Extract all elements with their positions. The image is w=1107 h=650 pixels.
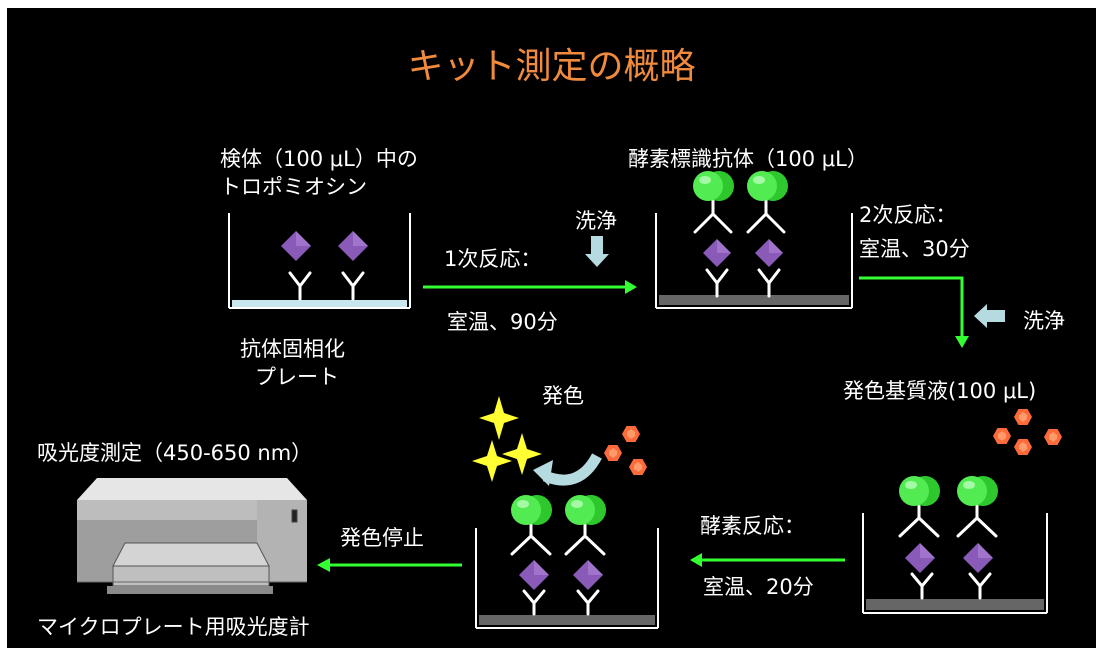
slide: { "title": "キット測定の概略", "step1": { "sampl…	[7, 8, 1096, 648]
substrate-icon	[622, 426, 640, 442]
sample-target-label: トロポミオシン	[220, 175, 367, 199]
diagram-graphics	[77, 171, 1062, 629]
enzyme-reaction-condition: 室温、20分	[703, 575, 814, 599]
wash1-label: 洗浄	[575, 209, 617, 233]
sparkle-icon	[472, 396, 542, 482]
enzyme-icon	[693, 171, 734, 201]
arrow-enzyme-reaction	[690, 553, 845, 567]
wash2-label: 洗浄	[1023, 309, 1065, 333]
antigen-icon	[338, 231, 368, 261]
substrate-label: 発色基質液(100 μL)	[843, 379, 1037, 403]
antigen-icon	[281, 231, 311, 261]
reaction2-label: 2次反応：	[859, 203, 957, 227]
conversion-curved-arrow-icon	[533, 453, 602, 486]
antigen-icon	[963, 543, 993, 573]
enzyme-icon	[957, 476, 998, 506]
stop-label: 発色停止	[340, 526, 424, 550]
reaction1-label: 1次反応：	[444, 247, 542, 271]
slide-title: キット測定の概略	[407, 46, 696, 87]
well-step3	[862, 513, 1048, 614]
antigen-icon	[519, 560, 549, 590]
substrate-icon	[993, 428, 1011, 444]
antigen-icon	[703, 239, 731, 267]
reaction1-condition: 室温、90分	[447, 310, 558, 334]
substrate-icon	[1044, 429, 1062, 445]
arrow-stop	[317, 558, 462, 572]
well-step1	[228, 213, 411, 309]
well-step2	[655, 213, 853, 309]
enzyme-icon	[747, 171, 788, 201]
color-development-label: 発色	[542, 384, 584, 408]
arrow-reaction1	[423, 280, 637, 294]
sample-label: 検体（100 μL）中の	[220, 147, 418, 171]
wash2-arrow-icon	[974, 304, 1005, 328]
plate-reader-label: マイクロプレート用吸光度計	[37, 615, 310, 639]
arrow-reaction2	[859, 276, 969, 348]
substrate-icon	[629, 459, 647, 475]
enzyme-icon	[899, 476, 940, 506]
antibodies-step2	[693, 197, 786, 298]
well-step4	[475, 528, 659, 629]
antibodies-step3	[898, 501, 998, 600]
antibodies-step4	[510, 520, 606, 616]
antigen-icon	[573, 560, 603, 590]
enzyme-reaction-label: 酵素反応：	[700, 514, 805, 538]
labeled-antibody-label: 酵素標識抗体（100 μL）	[628, 147, 868, 171]
plate-label-line2: プレート	[255, 365, 339, 389]
plate-label-line1: 抗体固相化	[240, 337, 345, 361]
antigen-icon	[755, 239, 783, 267]
capture-antibodies-step1	[288, 271, 365, 301]
plate-reader-icon	[77, 478, 307, 594]
enzyme-icon	[565, 495, 606, 525]
absorbance-measure-label: 吸光度測定（450-650 nm）	[37, 441, 313, 465]
antigen-icon	[905, 543, 935, 573]
substrate-icon	[1014, 439, 1032, 455]
substrate-icon	[604, 445, 622, 461]
reaction2-condition: 室温、30分	[859, 237, 970, 261]
wash1-arrow-icon	[585, 236, 609, 267]
substrate-icon	[1014, 409, 1032, 425]
enzyme-icon	[511, 495, 552, 525]
